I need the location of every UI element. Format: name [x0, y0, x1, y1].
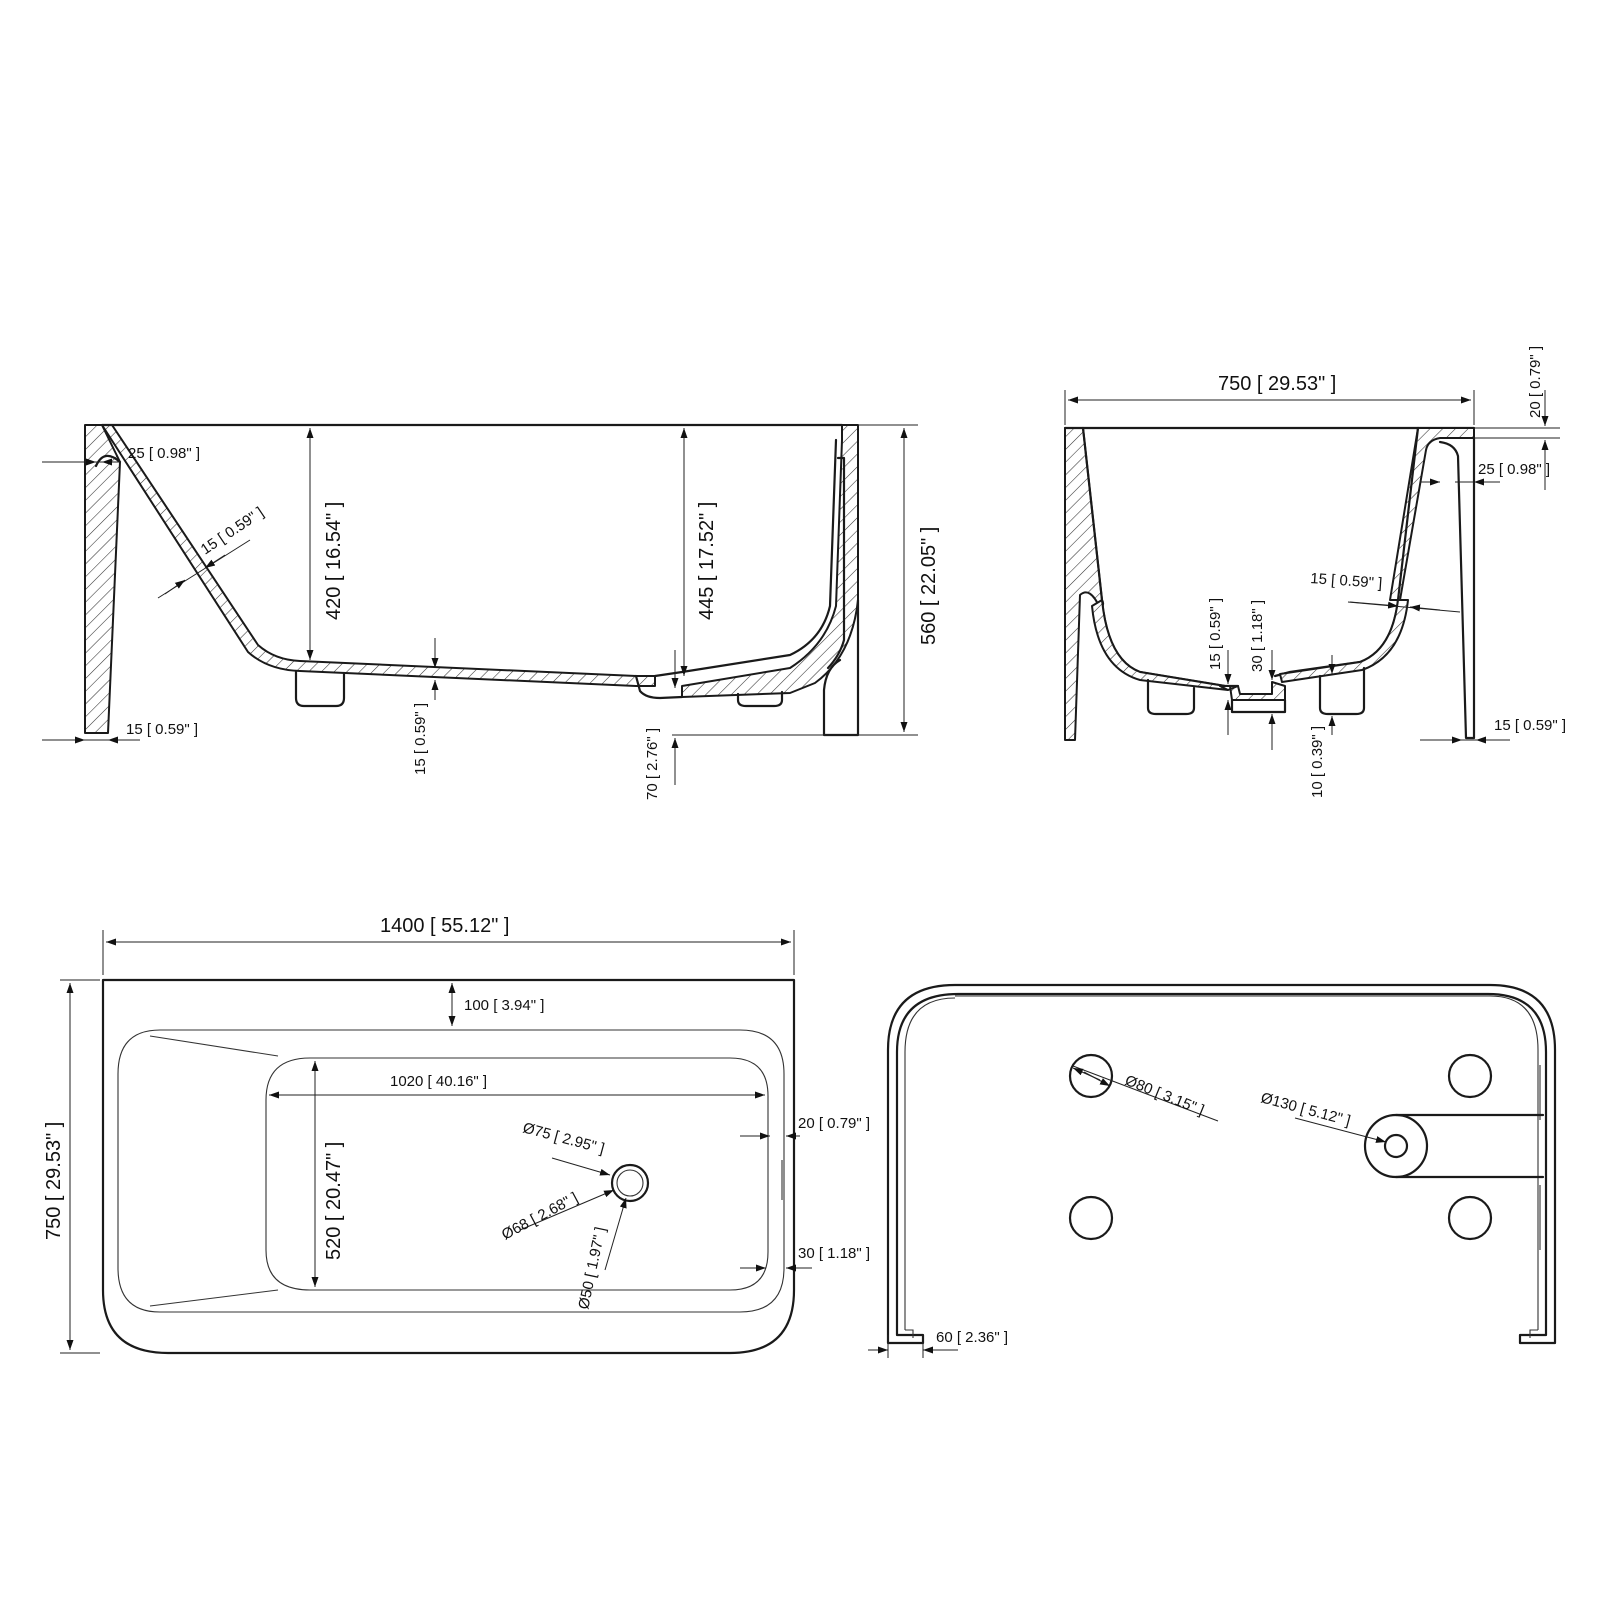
end-right-wall — [1389, 427, 1475, 601]
end-width-label: 750 [ 29.53" ] — [1218, 373, 1336, 395]
top-basin-inner — [265, 1057, 769, 1291]
top-basin-length-label: 1020 [ 40.16" ] — [390, 1073, 487, 1090]
top-drain-outer — [610, 1163, 650, 1203]
top-drain-inner-label: Ø50 [ 1.97" ] — [575, 1225, 609, 1310]
top-drain-outer-label: Ø75 [ 2.95" ] — [521, 1119, 606, 1157]
top-outline — [101, 978, 796, 1355]
side-depth-left-label: 420 [ 16.54" ] — [323, 502, 345, 620]
end-bowl-bottom — [1091, 599, 1229, 691]
side-total-height-label: 560 [ 22.05" ] — [918, 527, 940, 645]
end-foot-gap-label: 10 [ 0.39" ] — [1309, 726, 1326, 798]
bottom-foot-hole-label: Ø80 [ 3.15" ] — [1123, 1072, 1207, 1119]
top-back-deck-label: 100 [ 3.94" ] — [464, 997, 544, 1014]
side-view: 25 [ 0.98" ] 15 [ 0.59" ] 420 [ 16.54" ]… — [42, 423, 940, 800]
side-depth-right-label: 445 [ 17.52" ] — [696, 502, 718, 620]
end-drain-label: 30 [ 1.18" ] — [1249, 600, 1266, 672]
end-wall-label: 15 [ 0.59" ] — [1310, 570, 1383, 592]
top-basin-width-label: 520 [ 20.47" ] — [323, 1142, 345, 1260]
top-view: 1400 [ 55.12" ] 750 [ 29.53" ] 100 [ 3.9… — [43, 915, 870, 1355]
side-foot-left — [294, 669, 346, 708]
top-rim-width-label: 20 [ 0.79" ] — [798, 1115, 870, 1132]
bottom-drain-hole-label: Ø130 [ 5.12" ] — [1259, 1089, 1352, 1129]
top-rim-edge-label: 30 [ 1.18" ] — [798, 1245, 870, 1262]
end-foot-left — [1146, 678, 1196, 716]
end-leg-bottom-label: 15 [ 0.59" ] — [1494, 717, 1566, 734]
side-wall-bottom-label: 15 [ 0.59" ] — [126, 721, 198, 738]
top-basin-outer — [117, 1029, 785, 1313]
side-top-wall-label: 25 [ 0.98" ] — [128, 445, 200, 462]
bottom-drain-center — [1383, 1133, 1409, 1159]
end-floor-label: 15 [ 0.59" ] — [1207, 598, 1224, 670]
end-overhang-label: 25 [ 0.98" ] — [1478, 461, 1550, 478]
side-slope-label: 15 [ 0.59" ] — [198, 504, 267, 558]
end-view: 750 [ 29.53" ] 20 [ 0.79" ] 25 [ 0.98" ]… — [1063, 346, 1566, 798]
bottom-outline-outer — [886, 983, 1557, 1345]
top-length-label: 1400 [ 55.12" ] — [380, 915, 509, 937]
end-rim-height-label: 20 [ 0.79" ] — [1527, 346, 1544, 418]
side-foot-right — [736, 690, 784, 708]
bottom-drain-hole — [1363, 1113, 1429, 1179]
top-width-label: 750 [ 29.53" ] — [43, 1122, 65, 1240]
bottom-foot-hole-3 — [1068, 1195, 1114, 1241]
bottom-foot-hole-4 — [1447, 1195, 1493, 1241]
end-foot-right — [1318, 666, 1366, 716]
side-backrest — [101, 424, 656, 687]
side-left-leg — [84, 424, 121, 734]
bottom-foot-hole-1 — [1068, 1053, 1114, 1099]
bottom-lip-label: 60 [ 2.36" ] — [936, 1329, 1008, 1346]
bottom-foot-hole-2 — [1447, 1053, 1493, 1099]
side-floor-label: 15 [ 0.59" ] — [412, 703, 429, 775]
end-left-wall — [1064, 427, 1105, 741]
side-clearance-label: 70 [ 2.76" ] — [644, 728, 661, 800]
top-drain-inner — [616, 1169, 644, 1197]
top-drain-mid-label: Ø68 [ 2.68" ] — [499, 1189, 581, 1243]
bottom-view: Ø80 [ 3.15" ] Ø130 [ 5.12" ] 60 [ 2.36" … — [868, 983, 1557, 1358]
